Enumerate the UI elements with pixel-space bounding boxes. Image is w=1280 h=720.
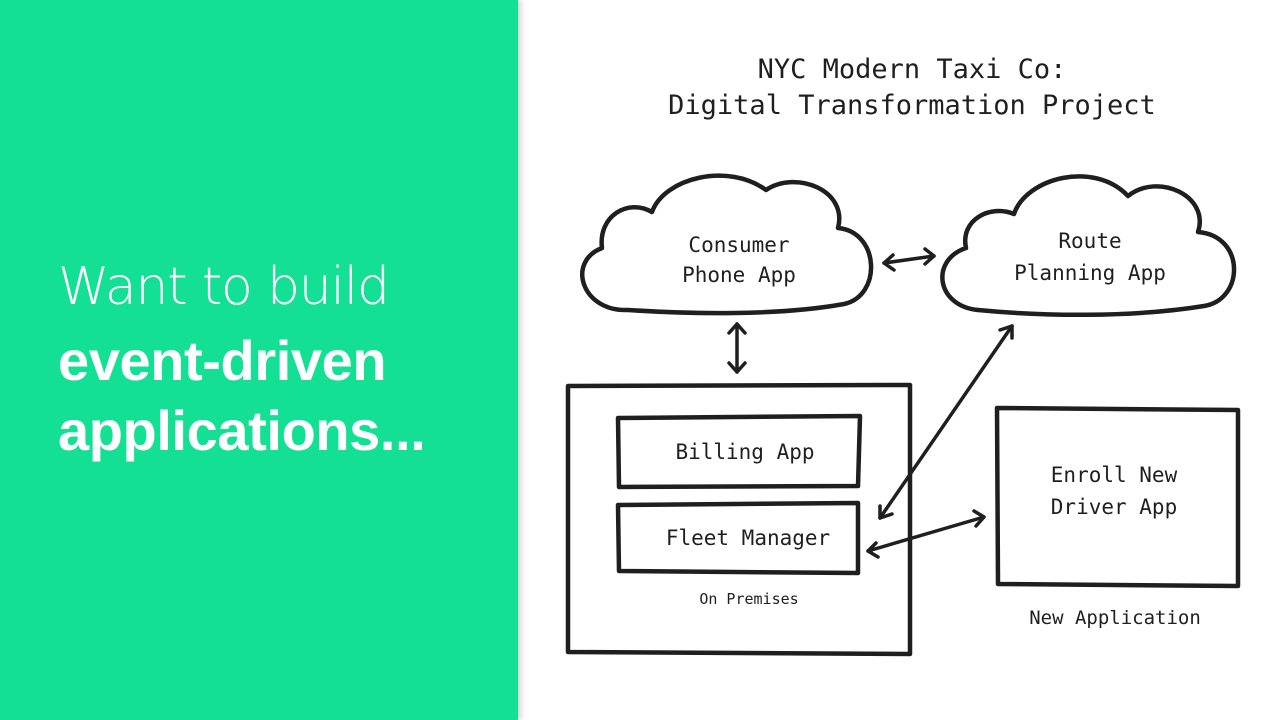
on-premises-border xyxy=(565,382,913,657)
consumer-app-label-line-1: Consumer xyxy=(688,233,789,257)
arrow-consumer-premises xyxy=(727,322,747,374)
fleet-manager-label: Fleet Manager xyxy=(666,526,830,550)
enroll-driver-app-box: Enroll New Driver App xyxy=(994,405,1241,589)
billing-app-box xyxy=(615,413,863,490)
diagram-title-line-1: NYC Modern Taxi Co: xyxy=(758,54,1067,85)
on-premises-box: Billing App Fleet Manager On Premises xyxy=(565,382,913,657)
route-planning-app-cloud: Route Planning App xyxy=(940,174,1237,317)
on-premises-label: On Premises xyxy=(699,590,798,608)
fleet-manager-box xyxy=(615,500,861,576)
headline-line-3: applications... xyxy=(58,399,426,462)
consumer-cloud-shape xyxy=(580,173,874,316)
left-panel: Want to build event-driven applications.… xyxy=(0,0,518,720)
diagram-title-line-2: Digital Transformation Project xyxy=(668,90,1156,121)
arrow-fleet-route xyxy=(878,324,1014,520)
enroll-app-label-line-1: Enroll New xyxy=(1051,463,1178,487)
consumer-phone-app-cloud: Consumer Phone App xyxy=(580,173,874,316)
route-cloud-shape xyxy=(940,174,1237,317)
enroll-driver-border xyxy=(994,405,1241,589)
headline-line-2: event-driven xyxy=(58,329,387,392)
route-app-label-line-2: Planning App xyxy=(1014,261,1166,285)
enroll-app-label-line-2: Driver App xyxy=(1051,495,1177,519)
headline-line-1: Want to build xyxy=(58,257,390,317)
consumer-app-label-line-2: Phone App xyxy=(682,263,796,287)
billing-app-label: Billing App xyxy=(675,440,814,464)
route-app-label-line-1: Route xyxy=(1058,229,1121,253)
arrow-fleet-enroll xyxy=(866,509,986,559)
new-application-label: New Application xyxy=(1029,607,1201,629)
arrow-consumer-route xyxy=(882,247,936,272)
